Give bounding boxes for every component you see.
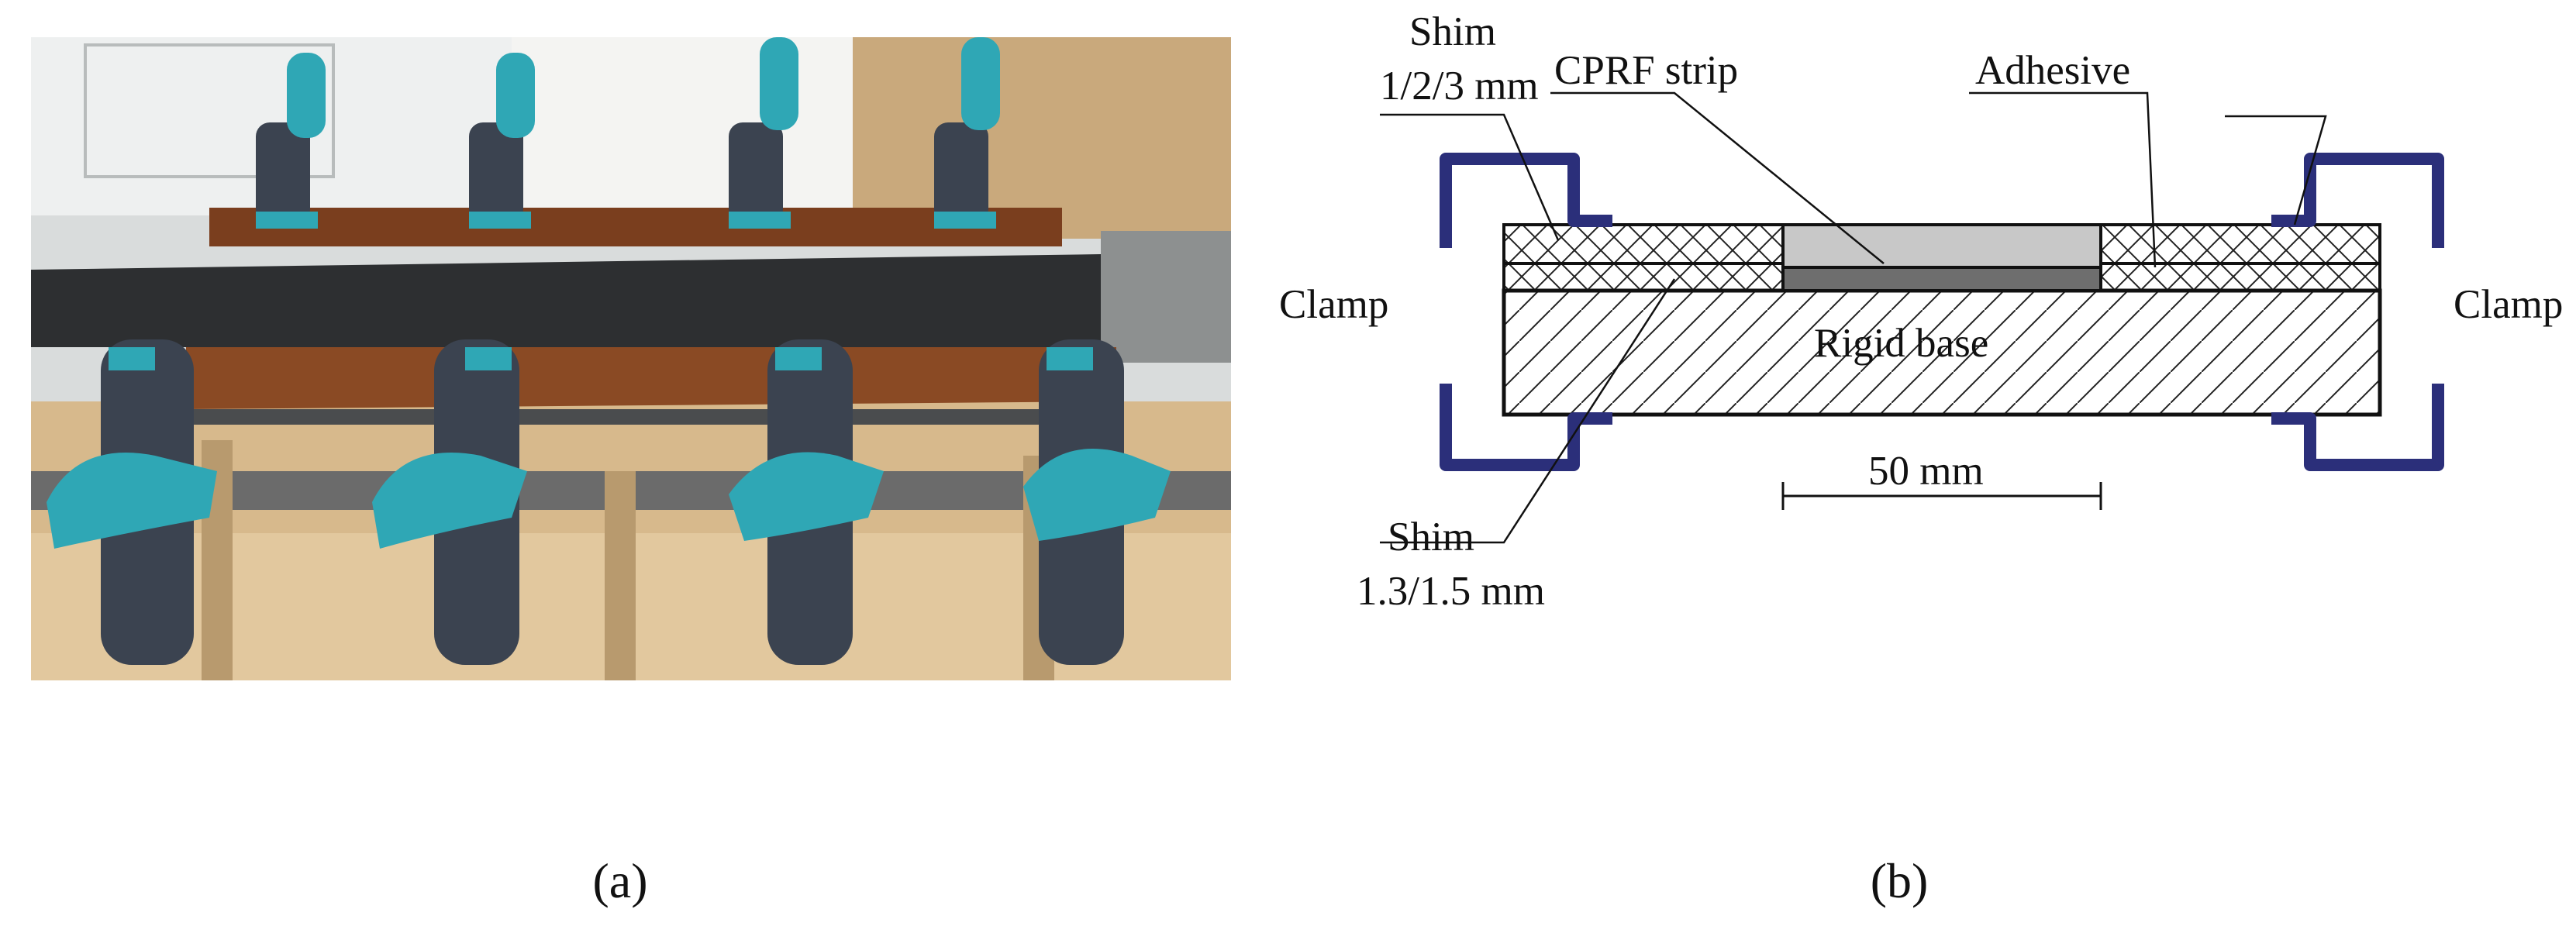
dimension-label: 50 mm (1868, 449, 1984, 494)
shim-bottom-size-label: 1.3/1.5 mm (1357, 569, 1545, 614)
cprf-strip-label: CPRF strip (1554, 48, 1738, 93)
clamping-photo-illustration (31, 37, 1231, 680)
clamp-left (1440, 153, 1612, 471)
clamp-right-label: Clamp (2454, 282, 2563, 327)
shim-lower-left (1502, 262, 1785, 292)
photo-clamping-setup (31, 37, 1231, 680)
rigid-base-label: Rigid base (1814, 321, 1988, 366)
adhesive-layer (1781, 223, 2102, 269)
shim-bottom-label: Shim (1388, 515, 1474, 560)
cfrp-strip (31, 254, 1116, 347)
top-shim-bar (209, 208, 1062, 246)
shim-lower-right (2099, 262, 2381, 292)
cprf-strip (1781, 266, 2102, 292)
caption-a: (a) (592, 853, 648, 908)
clamp-right (2271, 153, 2444, 471)
leader-lines (1380, 91, 2327, 544)
rigid-base (1502, 288, 2382, 417)
dimension-line (1781, 482, 2102, 510)
adhesive-label: Adhesive (1975, 48, 2130, 93)
shim-upper-left (1502, 223, 1785, 265)
shim-upper-right (2099, 223, 2381, 265)
clamp-left-label: Clamp (1279, 282, 1388, 327)
shim-top-size-label: 1/2/3 mm (1380, 64, 1539, 108)
bottom-shim-bar (186, 347, 1116, 409)
shim-top-label: Shim (1409, 9, 1496, 54)
top-clamps (256, 122, 988, 223)
bonding-schematic: Shim 1/2/3 mm CPRF strip Adhesive Clamp … (1271, 0, 2574, 643)
schematic-svg: Shim 1/2/3 mm CPRF strip Adhesive Clamp … (1279, 9, 2563, 614)
caption-b: (b) (1870, 853, 1929, 908)
